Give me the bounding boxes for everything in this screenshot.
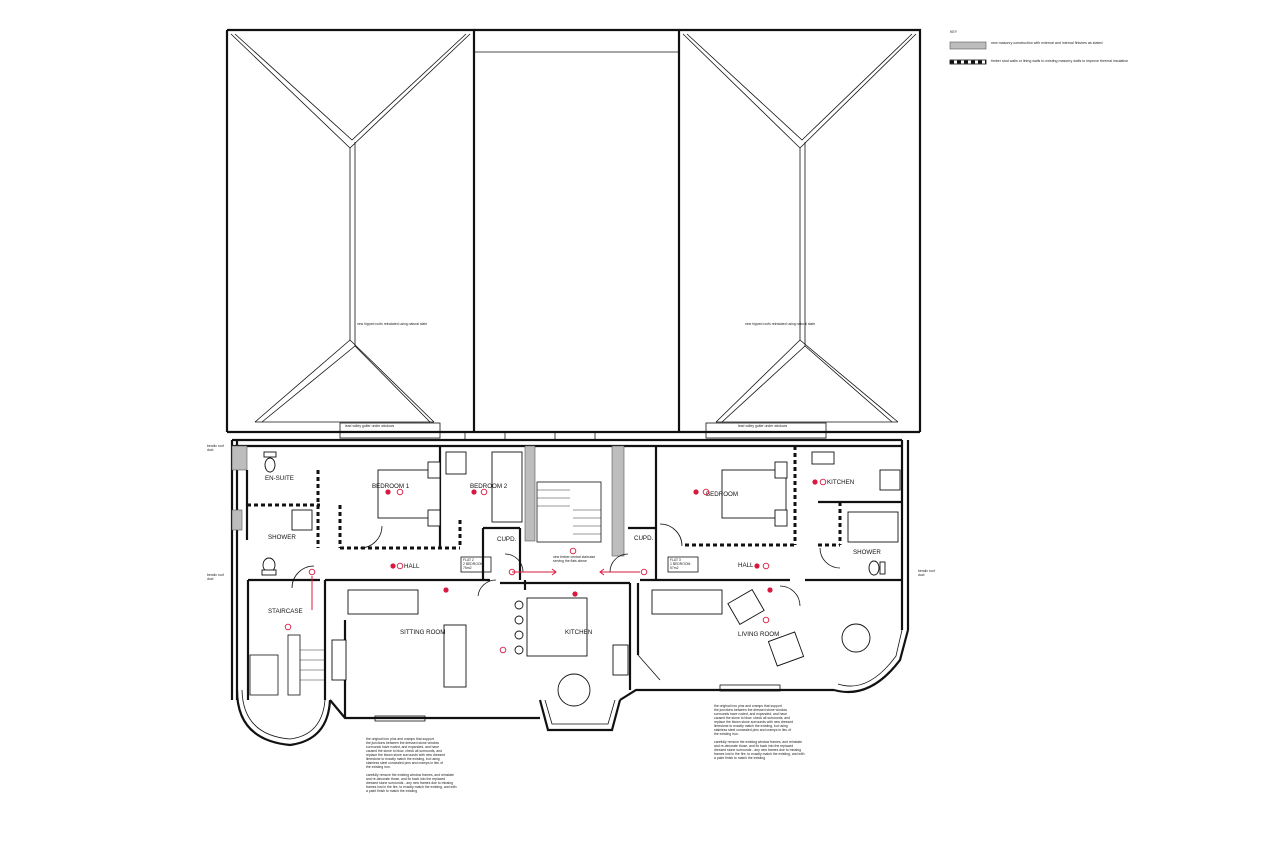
label-cupd-right: CUPD. bbox=[634, 535, 654, 542]
label-bedroom-right: BEDROOM bbox=[706, 491, 738, 498]
centre-note-1: new timber central staircase bbox=[553, 555, 595, 559]
label-staircase: STAIRCASE bbox=[268, 608, 303, 615]
svg-text:a paint finish to match the ex: a paint finish to match the existing bbox=[714, 756, 765, 760]
centre-note-2: serving the flats above bbox=[553, 559, 587, 563]
side-note-right-1: bendix roof bbox=[918, 569, 935, 573]
left-hipped-roof bbox=[230, 33, 471, 423]
label-kitchen-centre: KITCHEN bbox=[565, 629, 592, 636]
key-legend: KEY new masonry construction with extern… bbox=[949, 30, 1128, 65]
red-markers bbox=[284, 478, 827, 654]
side-note-left-top-2: duct bbox=[207, 448, 213, 452]
label-en-suite: EN-SUITE bbox=[265, 475, 294, 482]
svg-text:surrounds have rusted, and exp: surrounds have rusted, and expanded, and… bbox=[366, 745, 439, 749]
svg-text:carefully remove the existing: carefully remove the existing window fra… bbox=[714, 740, 802, 744]
label-cupd-left: CUPD. bbox=[497, 536, 517, 543]
side-note-left-top-1: bendix roof bbox=[207, 444, 224, 448]
key-item-1: new masonry construction with external a… bbox=[991, 41, 1102, 45]
svg-text:carefully remove the existing: carefully remove the existing window fra… bbox=[366, 773, 454, 777]
svg-text:frames lost in the fire, to ex: frames lost in the fire, to exactly matc… bbox=[714, 752, 805, 756]
flat-tag-left-1: FLAT 2 bbox=[463, 558, 474, 562]
svg-text:the junctions between the dres: the junctions between the dressed stone … bbox=[366, 741, 439, 745]
roof-note-left: new hipped roofs reinstated using natura… bbox=[357, 322, 427, 326]
roof-plan: new hipped roofs reinstated using natura… bbox=[225, 28, 922, 434]
svg-text:the existing iron.: the existing iron. bbox=[714, 732, 739, 736]
flat-tag-right-3: 57m2 bbox=[670, 566, 679, 570]
notes-bottom-left: the original iron pins and cramps that s… bbox=[366, 737, 457, 793]
label-hall-left: HALL bbox=[404, 563, 420, 570]
svg-text:a paint finish to match the ex: a paint finish to match the existing bbox=[366, 789, 417, 793]
flat-tag-left-2: 2 BEDROOM bbox=[463, 562, 484, 566]
svg-text:limestone to exactly match the: limestone to exactly match the existing,… bbox=[714, 724, 788, 728]
svg-text:replace the blown stone surrou: replace the blown stone surrounds with n… bbox=[366, 753, 445, 757]
label-bedroom-1: BEDROOM 1 bbox=[372, 483, 410, 490]
flat-tag-right-1: FLAT 3 bbox=[670, 558, 681, 562]
svg-text:dressed stone surrounds - any: dressed stone surrounds - any new frames… bbox=[714, 748, 801, 752]
key-title: KEY bbox=[950, 30, 958, 34]
notes-bottom-right: the original iron pins and cramps that s… bbox=[714, 704, 805, 760]
flat-tag-right-2: 1 BEDROOM bbox=[670, 562, 691, 566]
label-living-room: LIVING ROOM bbox=[738, 631, 779, 638]
side-note-left-mid-2: duct bbox=[207, 577, 213, 581]
svg-text:the junctions between the dres: the junctions between the dressed stone … bbox=[714, 708, 787, 712]
svg-text:and re-decorate those, and fix: and re-decorate those, and fix back into… bbox=[714, 744, 793, 748]
gutter-note-left: lead valley gutter under windows bbox=[345, 424, 394, 428]
flat-tag-left-3: 75m2 bbox=[463, 566, 472, 570]
label-shower-left: SHOWER bbox=[268, 534, 296, 541]
side-note-left-mid-1: bendix roof bbox=[207, 573, 224, 577]
gutter-note-right: lead valley gutter under windows bbox=[738, 424, 787, 428]
svg-text:the original iron pins and cra: the original iron pins and cramps that s… bbox=[366, 737, 434, 741]
label-hall-right: HALL bbox=[738, 562, 754, 569]
svg-text:the original iron pins and cra: the original iron pins and cramps that s… bbox=[714, 704, 782, 708]
key-swatch-masonry bbox=[949, 41, 987, 50]
svg-text:caused the stone to blow. chec: caused the stone to blow. check all surr… bbox=[366, 749, 442, 753]
room-labels: EN-SUITE BEDROOM 1 BEDROOM 2 SHOWER CUPD… bbox=[265, 475, 881, 638]
floor-plan: FLAT 2 2 BEDROOM 75m2 FLAT 3 1 BEDROOM 5… bbox=[230, 422, 910, 747]
svg-text:stainless steel concealed pins: stainless steel concealed pins and cramp… bbox=[714, 728, 791, 732]
label-kitchen-right: KITCHEN bbox=[827, 479, 854, 486]
key-item-2: timber stud walls or lining walls to exi… bbox=[991, 59, 1128, 63]
svg-text:surrounds have rusted, and exp: surrounds have rusted, and expanded, and… bbox=[714, 712, 787, 716]
svg-text:replace the blown stone surrou: replace the blown stone surrounds with n… bbox=[714, 720, 793, 724]
central-stair-treads bbox=[537, 489, 601, 535]
side-note-right-2: duct bbox=[918, 573, 924, 577]
right-hipped-roof bbox=[682, 33, 917, 423]
label-sitting-room: SITTING ROOM bbox=[400, 629, 445, 636]
svg-text:the existing iron.: the existing iron. bbox=[366, 765, 391, 769]
svg-text:stainless steel concealed pins: stainless steel concealed pins and cramp… bbox=[366, 761, 443, 765]
label-bedroom-2: BEDROOM 2 bbox=[470, 483, 508, 490]
svg-text:and re-decorate those, and fix: and re-decorate those, and fix back into… bbox=[366, 777, 445, 781]
label-shower-right: SHOWER bbox=[853, 549, 881, 556]
svg-text:frames lost in the fire, to ex: frames lost in the fire, to exactly matc… bbox=[366, 785, 457, 789]
roof-note-right: new hipped roofs reinstated using natura… bbox=[745, 322, 815, 326]
svg-text:caused the stone to blow. chec: caused the stone to blow. check all surr… bbox=[714, 716, 790, 720]
svg-text:limestone to exactly match the: limestone to exactly match the existing,… bbox=[366, 757, 440, 761]
svg-text:dressed stone surrounds - any: dressed stone surrounds - any new frames… bbox=[366, 781, 453, 785]
